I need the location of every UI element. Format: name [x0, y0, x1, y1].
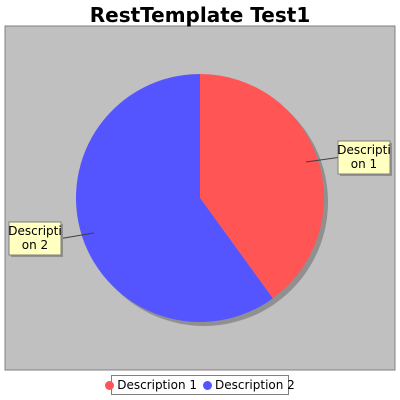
slice-label-text-1: on 1: [351, 157, 377, 171]
pie-slice-2: [76, 74, 273, 322]
slice-label-box-2: [8, 221, 62, 256]
label-leader-line-2: [60, 232, 95, 239]
label-leader-line-1: [305, 157, 339, 163]
legend-swatch-icon: [203, 380, 212, 390]
slice-label-text-2: on 2: [22, 238, 48, 252]
legend: Description 1 Description 2: [105, 375, 295, 395]
slices-layer: [76, 74, 328, 326]
slice-label-box-1: [337, 140, 391, 175]
chart-title: RestTemplate Test1: [89, 3, 311, 27]
legend-item-1: Description 1: [105, 378, 197, 392]
pie-slice-1: [200, 74, 325, 299]
slice-label-text-2: Descripti: [8, 224, 61, 238]
slice-label-text-1: Descripti: [337, 143, 390, 157]
legend-label-1: Description 1: [117, 378, 197, 392]
legend-label-2: Description 2: [215, 378, 295, 392]
legend-swatch-icon: [105, 380, 115, 390]
legend-item-2: Description 2: [203, 378, 295, 392]
